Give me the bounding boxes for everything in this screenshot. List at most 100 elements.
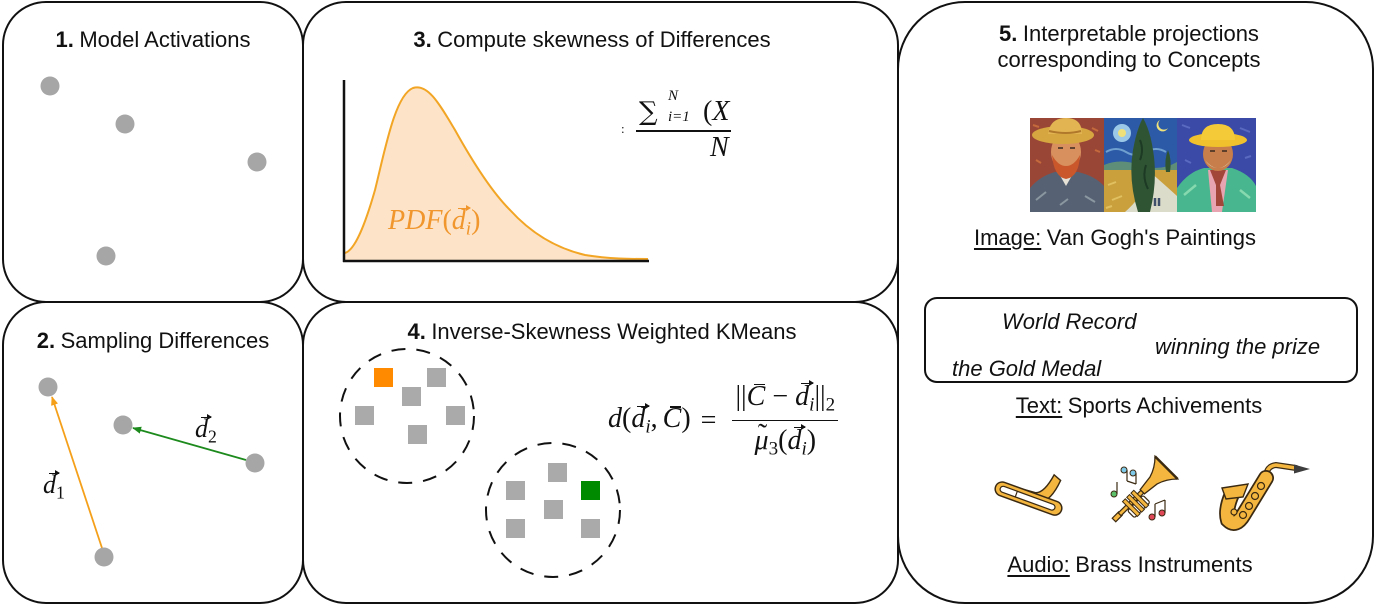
paren-open: ( — [778, 424, 788, 456]
phrase-winning-the-prize: winning the prize — [1155, 334, 1321, 359]
panel-5-title-line-2: corresponding to Concepts — [997, 47, 1261, 72]
panel-interpretable-projections — [897, 1, 1374, 604]
difference-vectors — [38, 377, 265, 567]
vector-symbol: d — [451, 205, 471, 236]
centroid-symbol: C — [662, 402, 682, 434]
painting-self-portrait-icon — [1030, 118, 1104, 212]
step-number: 4. — [407, 319, 426, 344]
trumpet-icon — [1110, 454, 1180, 523]
cluster-point — [506, 519, 525, 538]
paren-close: ) — [471, 205, 481, 236]
fraction-bar — [636, 130, 731, 132]
vector-subscript: i — [801, 438, 807, 460]
activation-point — [94, 547, 114, 567]
text-concept-caption: Text:Sports Achivements — [939, 393, 1339, 419]
paren-close: ) — [806, 424, 817, 456]
centroid-symbol: C — [746, 381, 766, 412]
variable-x: X — [712, 96, 730, 127]
vector-subscript: i — [645, 416, 651, 438]
modality-label: Audio: — [1007, 552, 1070, 577]
norm-open: || — [735, 381, 747, 412]
panel-2-title: 2.Sampling Differences — [2, 328, 304, 354]
vector-d1-label: d1 — [43, 470, 65, 503]
activation-points — [40, 76, 267, 266]
activation-point — [40, 76, 60, 96]
vector-subscript: i — [809, 394, 815, 416]
activation-point — [247, 152, 267, 172]
weighted-distance-formula: d(di,C) = ||C−di||2 μ3(di) — [608, 380, 839, 460]
cluster-point — [548, 463, 567, 482]
step-title: Inverse-Skewness Weighted KMeans — [431, 319, 797, 344]
step-number: 1. — [55, 27, 74, 52]
panel-4-title: 4.Inverse-Skewness Weighted KMeans — [302, 319, 902, 345]
panel-5-title-line-1: 5.Interpretable projections — [885, 21, 1373, 47]
sum-lower-limit: i=1 — [668, 109, 690, 125]
activation-point — [245, 453, 265, 473]
music-notes-icon — [1110, 466, 1166, 521]
vector-symbol: d — [795, 380, 814, 412]
skewness-symbol: μ — [755, 420, 769, 455]
audio-concept-caption: Audio:Brass Instruments — [930, 552, 1330, 578]
numerator: ||C−di||2 — [732, 380, 839, 421]
vector-symbol: d — [787, 423, 807, 456]
cluster-point — [581, 519, 600, 538]
saxophone-icon — [1219, 461, 1310, 531]
vector-subscript: i — [465, 218, 472, 240]
activation-point — [115, 114, 135, 134]
vector-d2-label: d2 — [195, 414, 217, 446]
cluster-point — [544, 500, 563, 519]
pdf-area — [345, 87, 648, 261]
step-title: Model Activations — [79, 27, 251, 52]
norm-subscript: 2 — [825, 394, 836, 416]
panel-1-title: 1.Model Activations — [2, 27, 304, 53]
denominator: μ3(di) — [755, 420, 817, 460]
painting-peasant-portrait-icon — [1177, 118, 1256, 212]
phrase-world-record: World Record — [1002, 309, 1137, 334]
fraction: ||C−di||2 μ3(di) — [732, 380, 839, 460]
formula-lhs: d(di,C) — [608, 402, 691, 438]
step-number: 3. — [413, 27, 432, 52]
vector-symbol: d — [43, 470, 61, 499]
vector-symbol: d — [631, 402, 651, 434]
cluster-boundary — [339, 348, 475, 484]
pdf-label: PDF(di) — [388, 205, 481, 240]
panel-5-title: 5.Interpretable projections correspondin… — [885, 21, 1373, 73]
vector-subscript: 1 — [56, 482, 65, 503]
activation-point — [38, 377, 58, 397]
painting-road-with-cypress-icon — [1104, 118, 1177, 212]
modality-label: Image: — [973, 225, 1042, 250]
denominator: N — [710, 132, 729, 163]
cluster-point — [402, 387, 421, 406]
formula-colon: : — [621, 121, 625, 136]
cluster-2 — [485, 442, 621, 578]
pdf-curve — [344, 86, 649, 260]
paren-open: ( — [442, 205, 452, 236]
comma: , — [650, 402, 658, 434]
paren-open: ( — [622, 402, 632, 434]
equals-sign: = — [700, 404, 717, 436]
concept-description: Brass Instruments — [1075, 552, 1253, 577]
panel-3-title: 3.Compute skewness of Differences — [302, 27, 882, 53]
cluster-1 — [339, 348, 475, 484]
skewness-subscript: 3 — [768, 438, 779, 460]
cluster-point — [427, 368, 446, 387]
step-number: 2. — [36, 328, 56, 353]
skewness-formula: : ∑ N i=1 (X N — [618, 84, 731, 164]
paren-close: ) — [681, 402, 691, 434]
cluster-point — [408, 425, 427, 444]
modality-label: Text: — [1015, 393, 1063, 418]
minus-sign: − — [772, 381, 789, 412]
sum-upper-limit: N — [668, 88, 679, 104]
cluster-point-highlighted-green — [581, 481, 600, 500]
van-gogh-paintings — [1030, 118, 1256, 212]
activation-point — [113, 415, 133, 435]
step-title: Sampling Differences — [60, 328, 270, 353]
pdf-plot — [342, 80, 649, 263]
step-title: Compute skewness of Differences — [437, 27, 771, 52]
phrase-gold-medal: the Gold Medal — [952, 356, 1102, 381]
activation-point — [96, 246, 116, 266]
cluster-point — [355, 406, 374, 425]
image-concept-caption: Image:Van Gogh's Paintings — [915, 225, 1315, 251]
sum-symbol: ∑ — [639, 97, 658, 127]
